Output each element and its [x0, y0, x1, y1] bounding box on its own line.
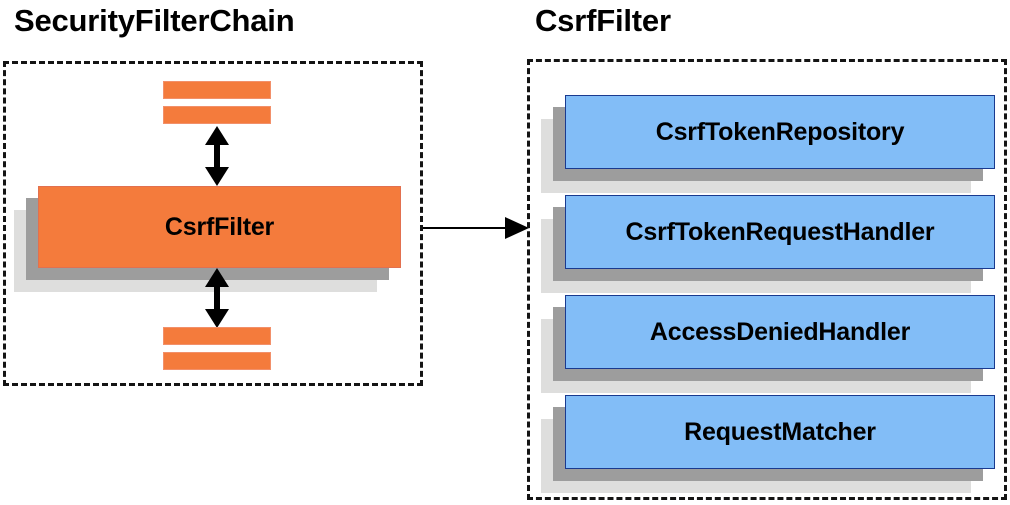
component-card-label: CsrfTokenRequestHandler — [625, 217, 935, 246]
filter-bar-above-1 — [163, 81, 271, 99]
bidirectional-arrow-below-icon — [202, 268, 232, 328]
card-face: AccessDeniedHandler — [565, 295, 995, 369]
page-title-csrf-filter: CsrfFilter — [535, 3, 671, 38]
csrf-filter-card-label: CsrfFilter — [164, 212, 275, 241]
component-card-label: RequestMatcher — [684, 417, 876, 446]
component-card-label: CsrfTokenRepository — [655, 117, 905, 146]
component-card-request-matcher[interactable]: RequestMatcher — [541, 395, 995, 493]
csrf-filter-container: CsrfTokenRepository CsrfTokenRequestHand… — [527, 59, 1007, 500]
csrf-filter-card[interactable]: CsrfFilter — [14, 186, 401, 292]
component-card-label: AccessDeniedHandler — [649, 317, 911, 346]
component-card-csrf-token-request-handler[interactable]: CsrfTokenRequestHandler — [541, 195, 995, 293]
card-face: CsrfTokenRequestHandler — [565, 195, 995, 269]
page-title-security-filter-chain: SecurityFilterChain — [14, 3, 295, 38]
card-face: CsrfTokenRepository — [565, 95, 995, 169]
connector-arrow-icon — [423, 217, 529, 239]
security-filter-chain-container: CsrfFilter — [3, 61, 423, 386]
component-card-csrf-token-repository[interactable]: CsrfTokenRepository — [541, 95, 995, 193]
card-face: RequestMatcher — [565, 395, 995, 469]
card-face: CsrfFilter — [38, 186, 401, 268]
component-card-access-denied-handler[interactable]: AccessDeniedHandler — [541, 295, 995, 393]
filter-bar-above-2 — [163, 106, 271, 124]
filter-bar-below-2 — [163, 352, 271, 370]
bidirectional-arrow-above-icon — [202, 126, 232, 186]
filter-bar-below-1 — [163, 327, 271, 345]
